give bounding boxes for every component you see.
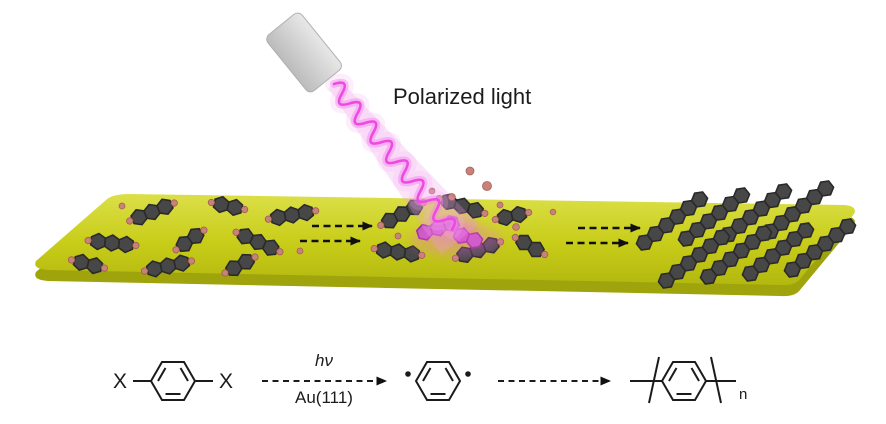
progress-arrows-step1 — [300, 221, 373, 246]
radical-dot-left — [405, 371, 411, 377]
halogen-atom-dot — [465, 166, 475, 176]
substituent-x-left: X — [113, 370, 127, 393]
halogen-atom-dot — [549, 208, 557, 216]
halogen-atom-dot — [428, 187, 436, 195]
polarized-light-label: Polarized light — [393, 84, 531, 109]
halogen-atom-dot — [482, 181, 492, 191]
repeat-unit-subscript: n — [739, 386, 747, 403]
nozzle-body — [266, 12, 342, 93]
radical-dot-right — [465, 371, 471, 377]
reactant-dihalobenzene: X X — [113, 361, 233, 401]
halogen-atom-dot — [496, 201, 504, 209]
halogen-atom-dot — [512, 223, 520, 231]
halogen-atoms-scatter — [118, 166, 557, 255]
reaction-scheme: X X hν Au(111) n — [113, 351, 747, 407]
substituent-x-right: X — [219, 370, 233, 393]
polymer-bracket-left — [648, 356, 660, 404]
benzene-ring — [661, 361, 707, 401]
intermediate-biradical — [405, 361, 471, 401]
condition-au111-label: Au(111) — [295, 388, 353, 407]
progress-arrows-step2 — [566, 223, 641, 248]
polarized-light-beam — [325, 73, 479, 255]
beam-wave — [332, 81, 457, 232]
condition-hv-label: hν — [315, 351, 333, 370]
product-polyphenylene: n — [630, 356, 747, 404]
halogen-atom-dot — [448, 193, 456, 201]
reaction-arrow-step1: hν Au(111) — [262, 351, 387, 407]
halogen-atom-dot — [118, 202, 126, 210]
benzene-ring — [415, 361, 461, 401]
benzene-ring — [150, 361, 196, 401]
halogen-atom-dot — [296, 247, 304, 255]
polymer-bracket-right — [710, 356, 722, 404]
halogen-atom-dot — [394, 232, 402, 240]
light-source-nozzle — [266, 12, 342, 93]
